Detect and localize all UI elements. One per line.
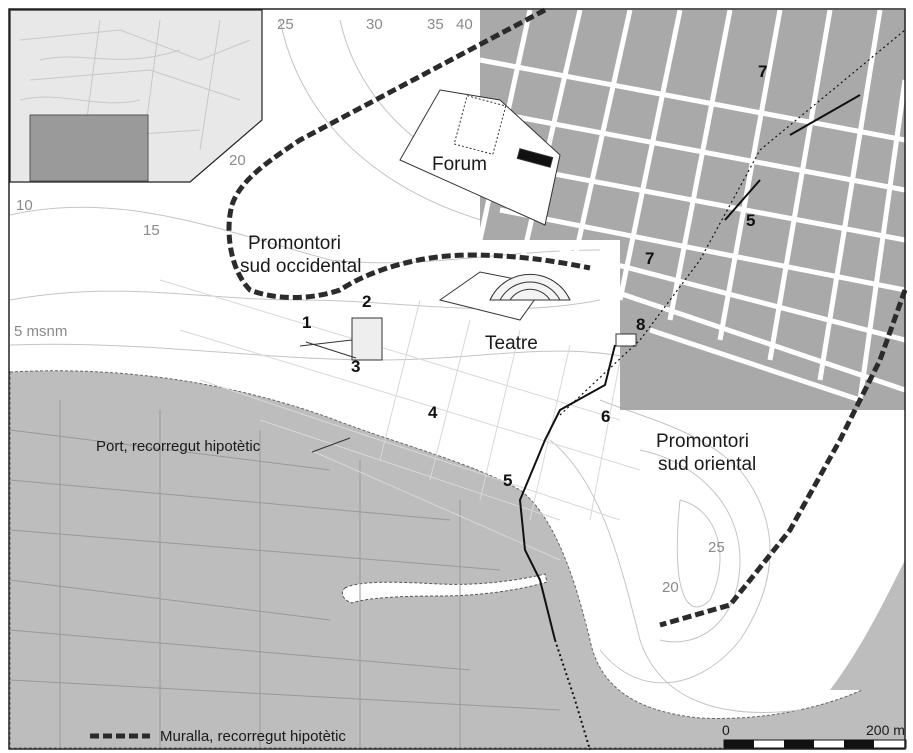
forum-complex <box>399 89 561 226</box>
wall-east <box>659 289 908 628</box>
theatre <box>438 271 571 321</box>
site-number-5-north: 5 <box>746 211 755 230</box>
road-line-7-north <box>789 94 861 136</box>
site-number-3: 3 <box>351 357 360 376</box>
road-line-5 <box>518 344 616 641</box>
sites-1-3 <box>299 317 383 361</box>
site-number-5-south: 5 <box>503 471 512 490</box>
map-frame <box>8 8 906 750</box>
inset-highlight <box>29 114 149 182</box>
label-forum: Forum <box>432 154 487 175</box>
label-promontori-sw-2: sud occidental <box>240 256 361 277</box>
inset-map <box>9 9 263 183</box>
contour-label-25: 25 <box>277 16 294 33</box>
scale-bar-end: 200 m <box>866 722 905 738</box>
site-number-8: 8 <box>636 315 645 334</box>
road-line-5-north <box>724 179 761 221</box>
port-leader <box>311 437 351 453</box>
legend-wall-label: Muralla, recorregut hipotètic <box>160 728 346 745</box>
site-number-4: 4 <box>428 403 438 422</box>
contour-label-30: 30 <box>366 16 383 33</box>
scale-bar <box>723 739 907 749</box>
label-promontori-sw-1: Promontori <box>248 233 341 254</box>
harbour-mole <box>341 573 548 604</box>
contour-label-20-se: 20 <box>662 579 679 596</box>
contour-label-20: 20 <box>229 152 246 169</box>
label-teatre: Teatre <box>485 333 538 354</box>
road-line-5-dotted <box>554 639 591 751</box>
contour-label-15: 15 <box>143 222 160 239</box>
site-number-7-north: 7 <box>758 62 767 81</box>
site-number-7-south: 7 <box>645 249 654 268</box>
port-label: Port, recorregut hipotètic <box>96 438 261 455</box>
contour-label-10: 10 <box>16 197 33 214</box>
scale-bar-start: 0 <box>722 722 730 738</box>
contour-label-40: 40 <box>456 16 473 33</box>
sea-grid <box>9 400 561 748</box>
site-number-2: 2 <box>362 292 371 311</box>
site-number-6: 6 <box>601 407 610 426</box>
wall-west <box>226 7 591 300</box>
label-promontori-se-2: sud oriental <box>658 454 756 475</box>
site-number-1: 1 <box>302 313 311 332</box>
site-8-structure <box>615 333 637 347</box>
contour-label-5-msnm: 5 msnm <box>14 323 67 340</box>
street-grid-light <box>159 279 641 561</box>
sea-area-east <box>830 560 905 690</box>
label-promontori-se-1: Promontori <box>656 431 749 452</box>
contour-label-35: 35 <box>427 16 444 33</box>
contour-label-25-se: 25 <box>708 539 725 556</box>
sea-area <box>9 370 906 749</box>
